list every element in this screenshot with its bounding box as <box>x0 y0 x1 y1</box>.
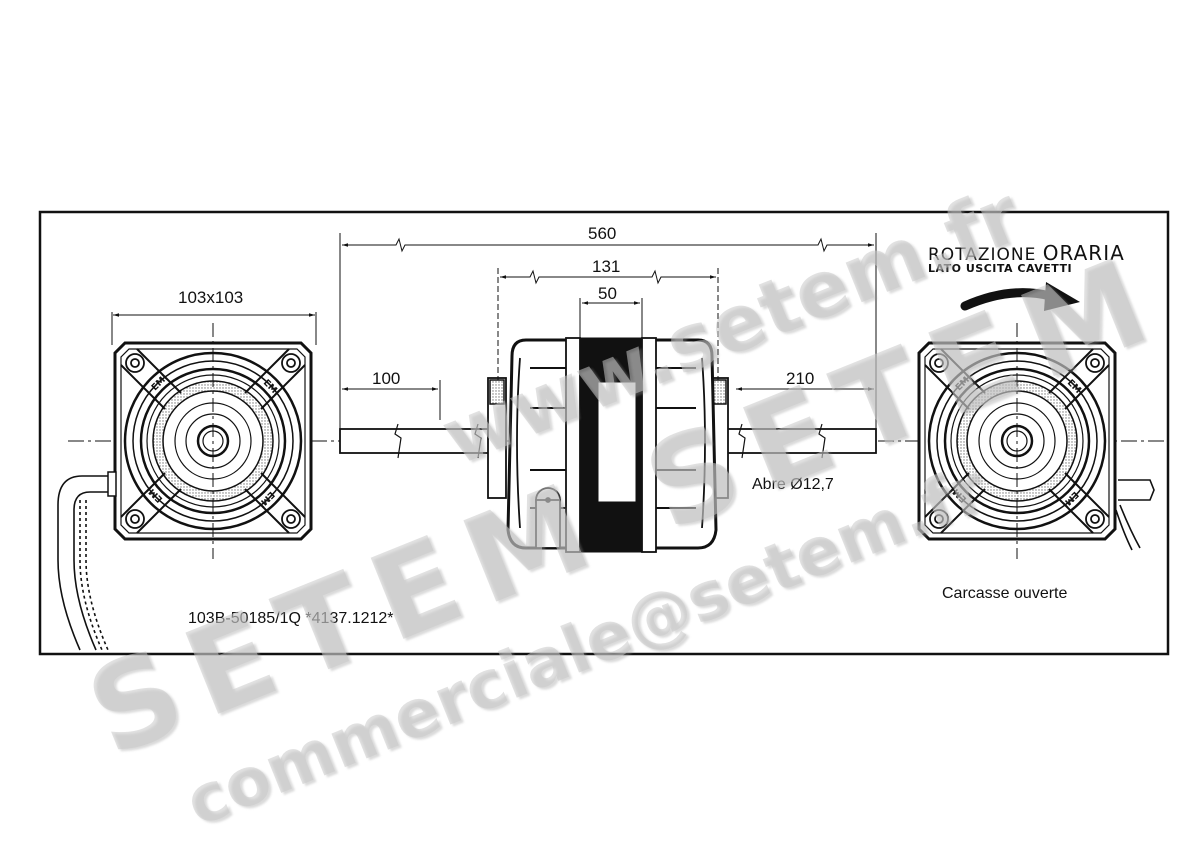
left-shaft-label: 100 <box>372 369 401 388</box>
right-shaft-label: 210 <box>786 369 815 388</box>
model-number-label: 103B-50185/1Q *4137.1212* <box>188 610 394 627</box>
flange-dimension-label: 103x103 <box>178 288 244 307</box>
overall-length-label: 560 <box>588 224 617 243</box>
right-view-caption: Carcasse ouverte <box>942 585 1068 602</box>
body-length-label: 131 <box>592 257 621 276</box>
shaft-diameter-label: Abre Ø12,7 <box>752 476 834 493</box>
rotation-title: ROTAZIONE ORARIA <box>928 241 1125 265</box>
stack-width-label: 50 <box>598 284 617 303</box>
rotation-subtitle: LATO USCITA CAVETTI <box>928 262 1073 275</box>
